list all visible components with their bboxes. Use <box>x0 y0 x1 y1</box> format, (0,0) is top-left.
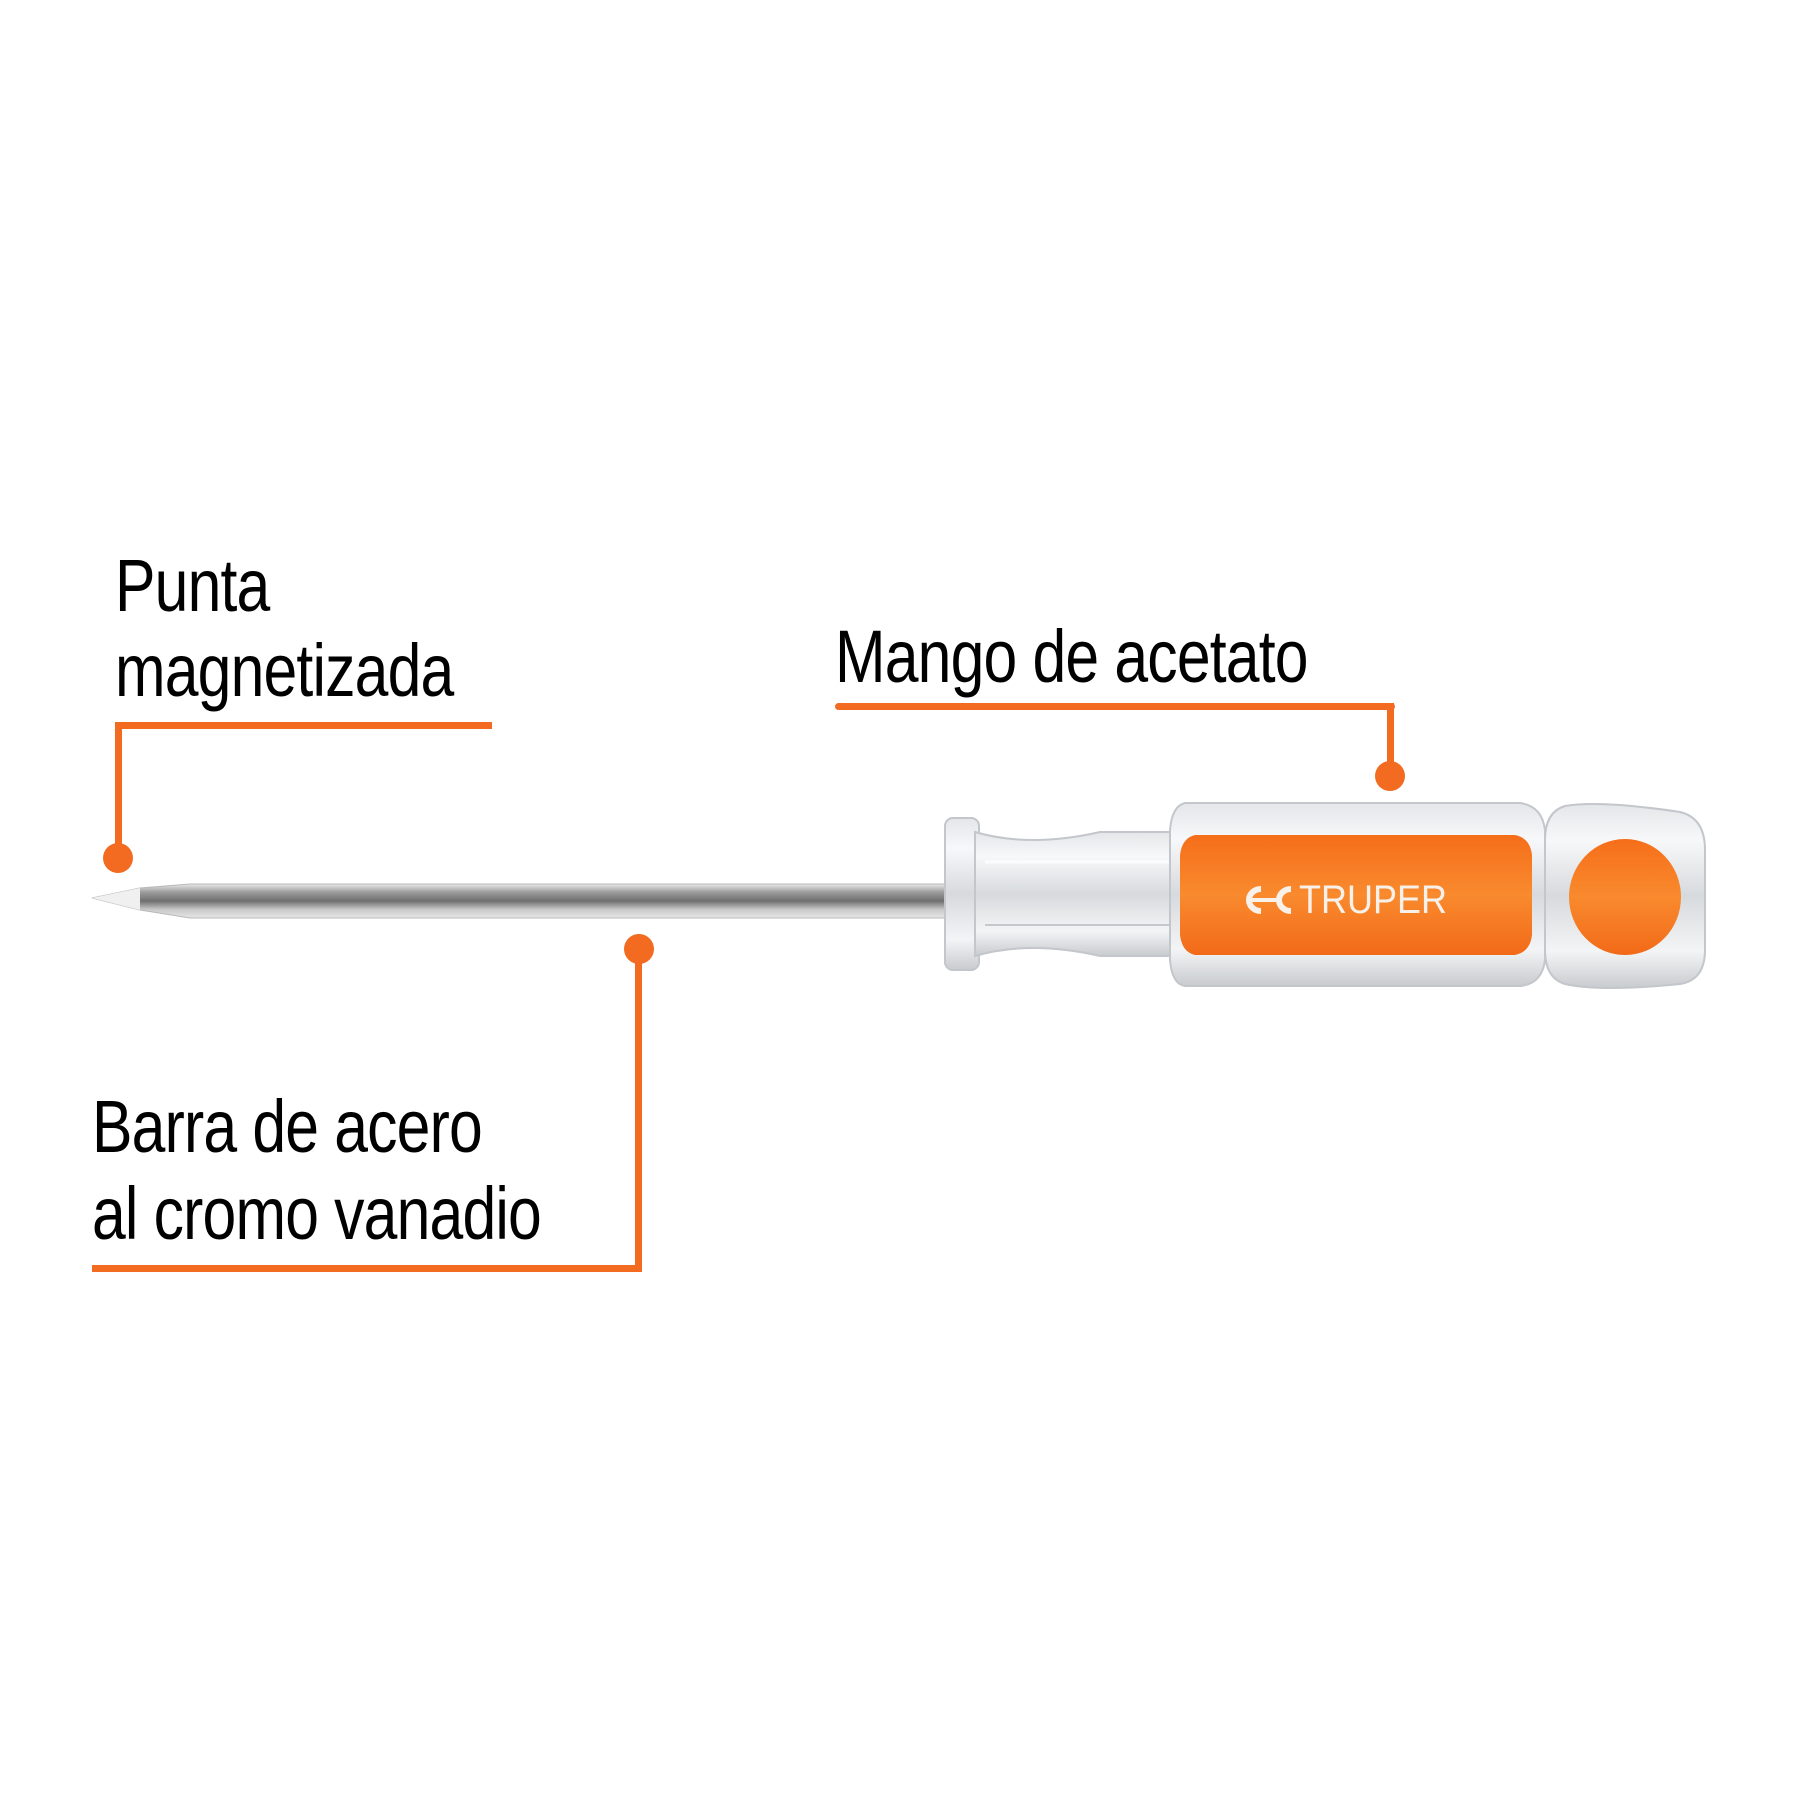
callout-handle-label: Mango de acetato <box>835 615 1308 698</box>
callout-tip-label-line1: Punta <box>115 544 270 627</box>
callout-handle-underline <box>835 703 1395 710</box>
handle-neck <box>944 817 1181 971</box>
brand-name: TRUPER <box>1299 877 1448 922</box>
acetate-handle <box>1169 802 1706 989</box>
callout-handle-leader <box>1387 703 1394 773</box>
callout-tip-leader <box>115 722 122 852</box>
callout-tip-marker <box>103 843 133 873</box>
callout-tip-label-line2: magnetizada <box>115 629 454 712</box>
steel-shaft <box>91 883 951 919</box>
callout-shaft-label-line2: al cromo vanadio <box>92 1172 542 1255</box>
callout-tip-underline <box>115 722 492 729</box>
brand-logo: TRUPER <box>1233 877 1463 922</box>
truper-logo-icon <box>1233 885 1295 915</box>
callout-shaft-underline <box>92 1265 642 1272</box>
callout-shaft-leader <box>635 950 642 1272</box>
callout-handle-marker <box>1375 761 1405 791</box>
callout-shaft-label-line1: Barra de acero <box>92 1085 483 1168</box>
